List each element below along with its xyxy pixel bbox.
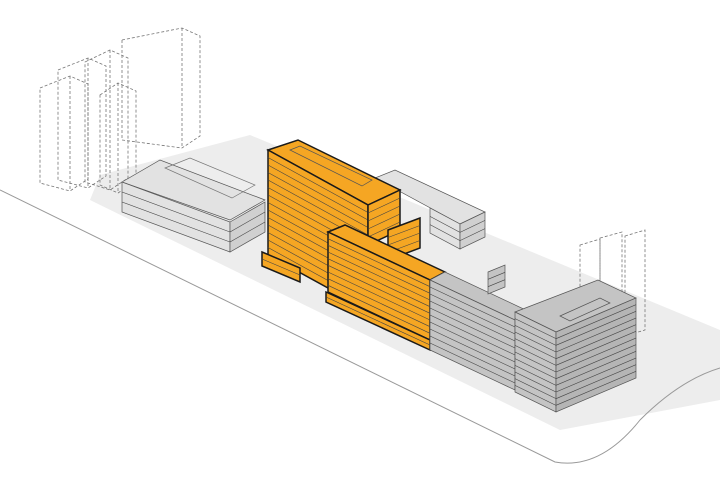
floor-line (555, 304, 637, 339)
floor-line (555, 337, 637, 373)
building-a-roof-element (289, 145, 373, 187)
building-a-podium (261, 250, 301, 284)
floor-line (429, 335, 516, 377)
floor-line (429, 224, 461, 241)
roof-outline (164, 157, 256, 199)
floor-line (514, 371, 557, 393)
floor-line (429, 314, 516, 356)
floor-line (267, 164, 369, 221)
floor-line (429, 321, 516, 363)
floor-line (327, 271, 431, 321)
floor-line (429, 307, 516, 349)
floor-line (514, 338, 557, 359)
floor-line (325, 296, 431, 346)
floor-line (555, 311, 637, 346)
floor-line (327, 258, 431, 307)
context-building-wireframe (39, 75, 89, 192)
floor-line (459, 228, 486, 241)
floor-line (555, 324, 637, 359)
building-c-front (429, 279, 516, 391)
floor-line (327, 285, 431, 334)
floor-line (514, 325, 557, 346)
building-d-right-face (555, 297, 637, 413)
context-building-wireframe (121, 27, 201, 149)
floor-line (514, 358, 557, 379)
floor-line (327, 251, 431, 301)
floor-line (429, 328, 516, 370)
floor-line (487, 272, 506, 280)
left-building-side (229, 201, 266, 253)
floor-line (367, 197, 401, 214)
floor-line (555, 331, 637, 366)
floor-line (555, 357, 637, 393)
floor-line (514, 365, 557, 386)
floor-line (267, 172, 369, 228)
context-building-wireframe (84, 49, 129, 191)
floor-line (514, 385, 557, 406)
floor-line (327, 278, 431, 327)
floor-line (487, 279, 506, 287)
floor-line (121, 191, 231, 233)
floor-line (555, 344, 637, 379)
floor-line (514, 345, 557, 366)
street-edge-line (0, 189, 720, 464)
middle-building-side (459, 211, 486, 250)
floor-line (327, 245, 431, 294)
floor-line (267, 179, 369, 236)
floor-line (327, 238, 431, 287)
building-c-rooftop (487, 264, 506, 295)
floor-line (459, 220, 486, 233)
floor-line (387, 225, 421, 238)
floor-line (514, 331, 557, 353)
left-building-roof (121, 159, 266, 221)
floor-line (429, 300, 516, 342)
floor-line (229, 221, 266, 243)
floor-line (429, 286, 516, 328)
floor-line (229, 211, 266, 233)
floor-line (367, 213, 401, 230)
floor-line (387, 232, 421, 246)
building-d-left-face (514, 311, 557, 413)
floor-line (555, 364, 637, 399)
floor-line (367, 221, 401, 238)
floor-line (121, 201, 231, 243)
floor-line (327, 265, 431, 314)
floor-line (429, 293, 516, 335)
floor-line (555, 371, 637, 406)
floor-line (267, 157, 369, 213)
floor-line (429, 216, 461, 233)
floor-line (367, 205, 401, 222)
floor-line (429, 342, 516, 384)
floor-line (555, 351, 637, 386)
floor-line (514, 318, 557, 339)
floor-line (261, 258, 301, 276)
building-d-roof-element (559, 297, 611, 322)
floor-line (514, 351, 557, 373)
buildings (121, 139, 637, 413)
floor-line (514, 378, 557, 399)
floor-line (555, 317, 637, 353)
